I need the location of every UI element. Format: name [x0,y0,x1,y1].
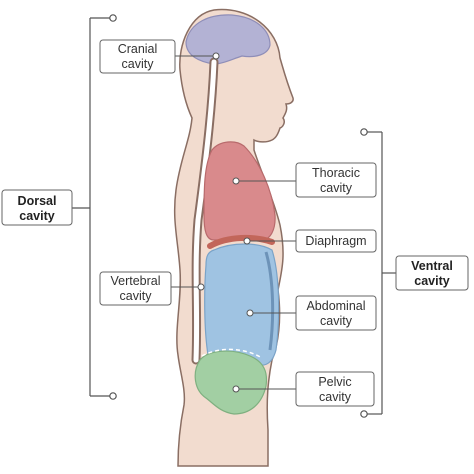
pelvic-cavity-label: Pelvic cavity [295,371,375,407]
pelvic-boundary-dashed [201,348,263,359]
abdominal-cavity-rim [264,251,275,351]
ventral-bracket-bottom-dot [360,410,368,418]
ventral-bracket-top-dot [360,128,368,136]
diaphragm-label: Diaphragm [295,229,377,253]
abdominal-label-line-2: cavity [320,314,353,328]
pelvic-pointer-dot [232,385,240,393]
cranial-cavity-label: Cranial cavity [99,39,176,74]
vertebral-cavity-label: Vertebral cavity [99,271,172,306]
pelvic-label-line-2: cavity [319,390,352,404]
thoracic-pointer-dot [232,177,240,185]
thoracic-cavity-label: Thoracic cavity [295,162,377,198]
cranial-label-line-2: cavity [122,57,155,71]
vertebral-label-line-2: cavity [120,289,153,303]
ventral-label-line-1: Ventral [411,259,453,273]
cranial-pointer-dot [212,52,220,60]
abdominal-pointer-dot [246,309,254,317]
dorsal-label-line-1: Dorsal [18,194,57,208]
dorsal-bracket [72,17,110,397]
dorsal-bracket-bottom-dot [109,392,117,400]
pelvic-label-line-1: Pelvic [318,375,351,389]
dorsal-bracket-top-dot [109,14,117,22]
pelvic-cavity-region [194,350,268,415]
thoracic-label-line-2: cavity [320,181,353,195]
diaphragm-label-text: Diaphragm [305,234,366,248]
cranial-label-line-1: Cranial [118,42,158,56]
abdominal-label-line-1: Abdominal [306,299,365,313]
dorsal-cavity-label: Dorsal cavity [1,189,73,226]
abdominal-cavity-label: Abdominal cavity [295,295,377,331]
vertebral-canal-inner [193,59,217,363]
ventral-label-line-2: cavity [414,274,449,288]
thoracic-cavity-region [203,141,276,241]
ventral-bracket [366,131,396,415]
leader-lines [170,55,296,390]
vertebral-label-line-1: Vertebral [110,274,160,288]
dorsal-label-line-2: cavity [19,209,54,223]
diaphragm-pointer-dot [243,237,251,245]
thoracic-label-line-1: Thoracic [312,166,360,180]
vertebral-pointer-dot [197,283,205,291]
ventral-cavity-label: Ventral cavity [395,255,469,291]
